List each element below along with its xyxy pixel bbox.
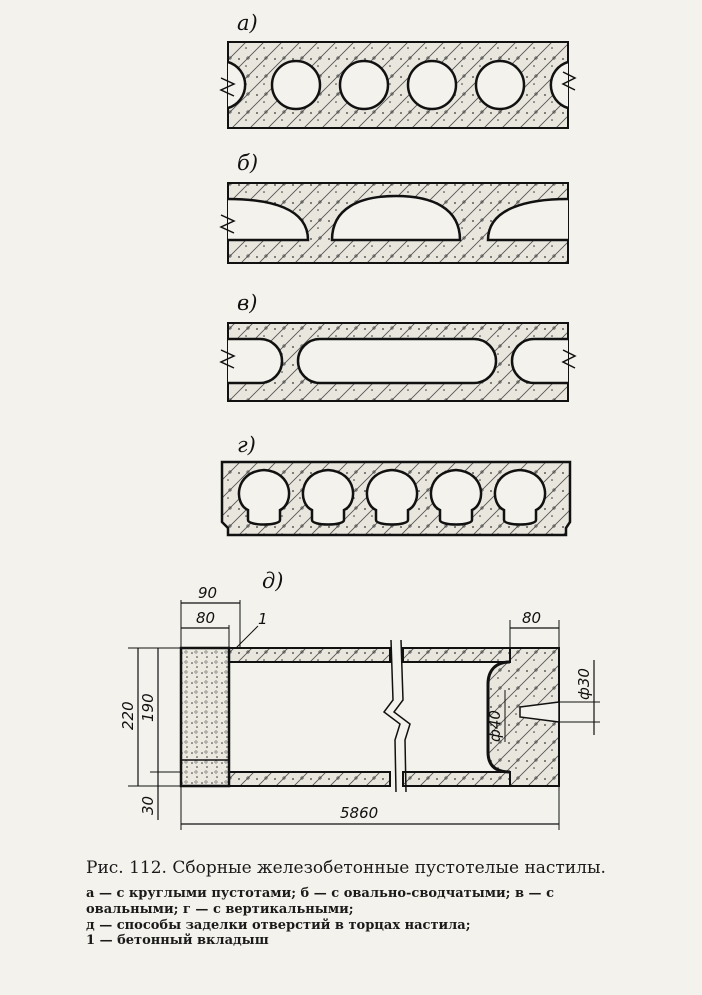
caption-title: Рис. 112. Сборные железобетонные пустоте… (86, 858, 606, 878)
dim-5860: 5860 (340, 804, 378, 822)
legend-line: а — с круглыми пустотами; б — с овально-… (86, 886, 554, 917)
panel-label-v: в) (237, 291, 257, 315)
panel-label-b: б) (237, 151, 258, 175)
slab-round-voids: а) (219, 11, 577, 129)
dim-190: 190 (139, 693, 157, 722)
oval-vaulted-voids (227, 194, 569, 242)
legend-line: д — способы заделки отверстий в торцах н… (86, 917, 471, 933)
dim-90: 90 (198, 584, 217, 602)
dim-30: 30 (139, 796, 157, 815)
figure-caption: Рис. 112. Сборные железобетонные пустоте… (86, 858, 646, 949)
slab-end-sealing-section: д) 90 80 1 80 (119, 569, 600, 830)
legend-line: 1 — бетонный вкладыш (86, 933, 269, 949)
dim-phi-40: ф40 (486, 710, 504, 742)
slab-oval-voids: в) (219, 291, 577, 402)
callout-1: 1 (258, 610, 268, 628)
dim-phi-30: ф30 (575, 668, 593, 700)
vertical-voids (237, 468, 547, 526)
oval-voids (228, 337, 568, 385)
dim-80-right: 80 (522, 609, 541, 627)
concrete-insert (179, 646, 231, 788)
round-voids (227, 59, 569, 111)
caption-legend: а — с круглыми пустотами; б — с овально-… (86, 886, 646, 948)
dim-220: 220 (119, 701, 137, 730)
panel-label-d: д) (262, 569, 284, 593)
dim-80-left: 80 (196, 609, 215, 627)
panel-label-g: г) (237, 433, 256, 457)
slab-vertical-voids: г) (220, 433, 572, 537)
slab-oval-vaulted-voids: б) (219, 151, 569, 264)
panel-label-a: а) (237, 11, 258, 35)
